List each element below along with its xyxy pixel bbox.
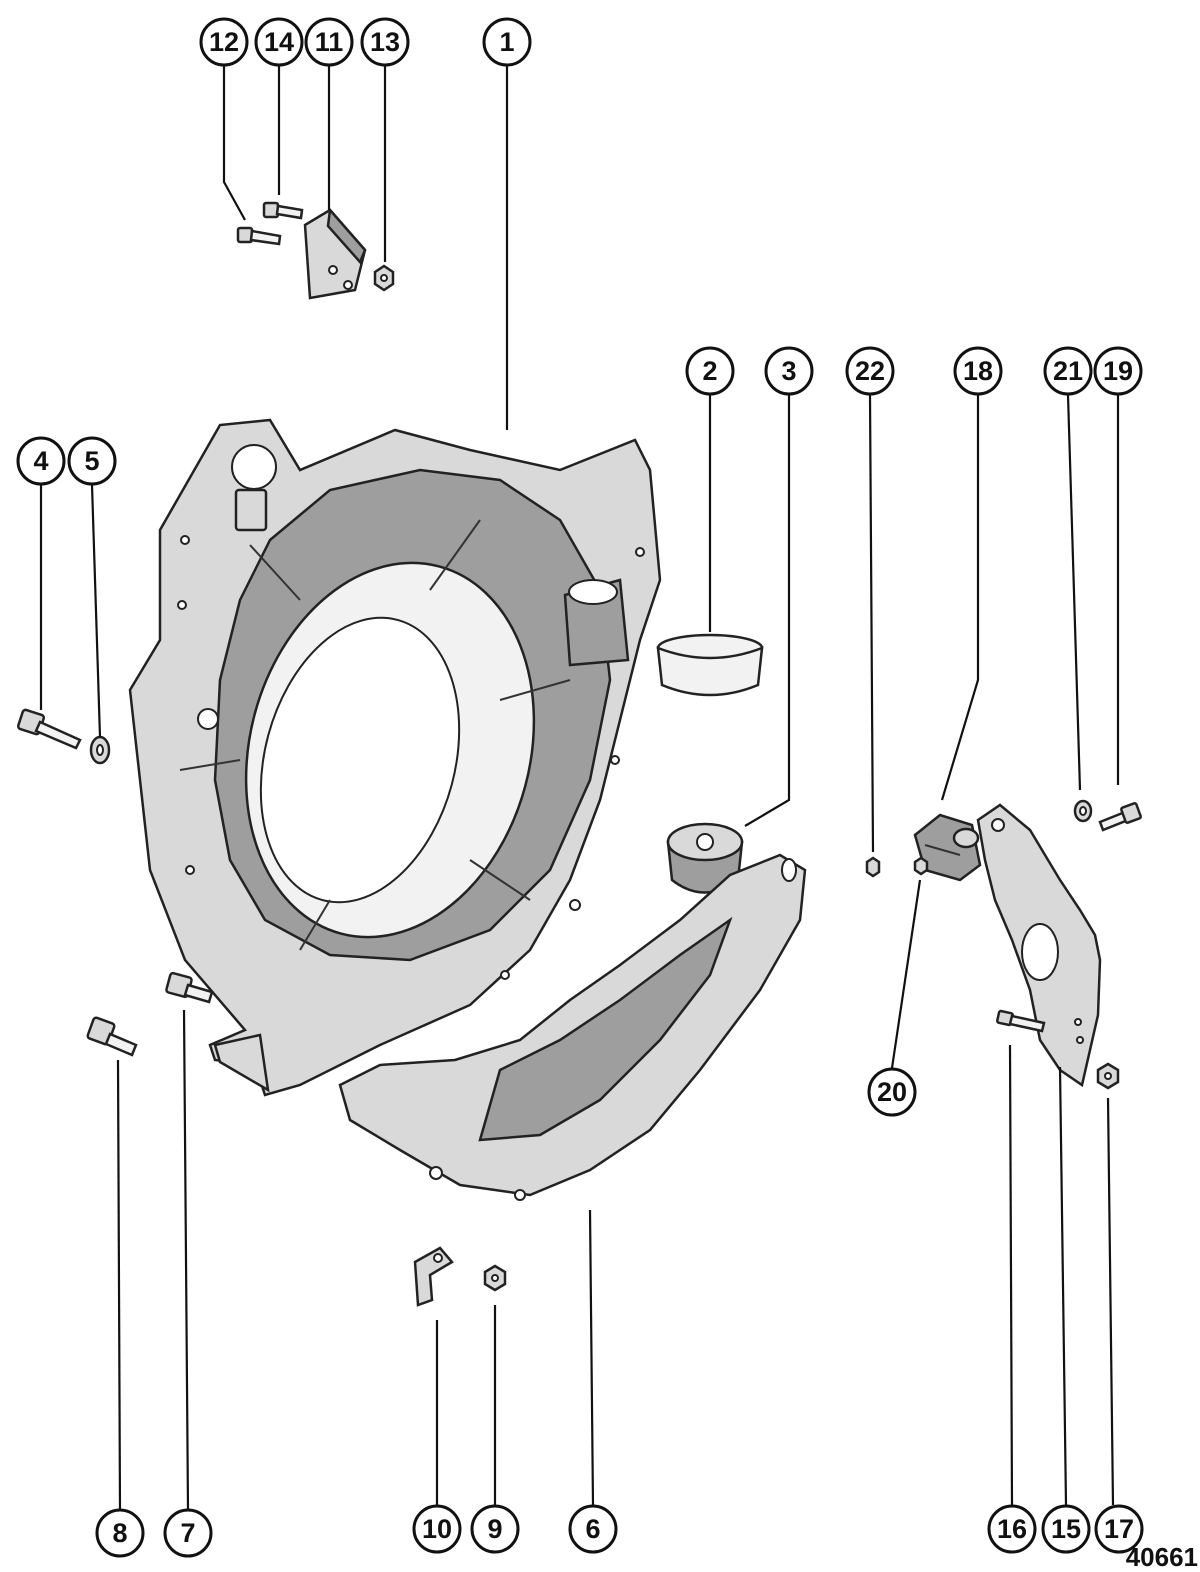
leader-7 xyxy=(182,1009,190,1511)
leader-5 xyxy=(90,484,102,738)
callout-label: 13 xyxy=(370,27,400,57)
callout-label: 14 xyxy=(264,27,294,57)
nut xyxy=(373,264,395,292)
callout-label: 9 xyxy=(487,1514,502,1544)
leader-21 xyxy=(1066,394,1082,791)
washer xyxy=(1073,799,1093,823)
callout-5: 5 xyxy=(67,436,117,486)
nut xyxy=(1096,1062,1120,1090)
callout-9: 9 xyxy=(470,1504,520,1554)
callout-label: 19 xyxy=(1103,356,1133,386)
callout-3: 3 xyxy=(764,346,814,396)
flywheel-cover xyxy=(338,853,807,1201)
callout-label: 2 xyxy=(702,356,717,386)
callout-label: 17 xyxy=(1104,1514,1134,1544)
bolt xyxy=(1098,802,1142,832)
callout-22: 22 xyxy=(845,346,895,396)
callout-label: 12 xyxy=(209,27,239,57)
leader-16 xyxy=(1008,1044,1014,1506)
leader-17 xyxy=(1106,1097,1115,1506)
callout-label: 3 xyxy=(781,356,796,386)
callout-17: 17 xyxy=(1094,1504,1144,1554)
nut xyxy=(913,856,929,876)
leader-22 xyxy=(868,394,875,853)
callout-label: 11 xyxy=(315,27,344,57)
callout-18: 18 xyxy=(953,346,1003,396)
bolt xyxy=(996,1009,1046,1033)
callout-14: 14 xyxy=(254,17,304,67)
callout-21: 21 xyxy=(1043,346,1093,396)
callout-20: 20 xyxy=(867,1067,917,1117)
bolt xyxy=(16,708,82,750)
callout-label: 18 xyxy=(963,356,993,386)
callout-2: 2 xyxy=(685,346,735,396)
callout-label: 10 xyxy=(422,1514,452,1544)
callout-label: 7 xyxy=(180,1518,195,1548)
callout-label: 5 xyxy=(84,446,99,476)
callout-label: 20 xyxy=(877,1077,907,1107)
leader-3 xyxy=(744,395,791,827)
leader-8 xyxy=(116,1059,122,1511)
callout-1: 1 xyxy=(482,17,532,67)
callout-16: 16 xyxy=(987,1504,1037,1554)
callout-11: 11 xyxy=(304,17,354,67)
clip xyxy=(413,1246,454,1307)
nut xyxy=(865,856,881,878)
callout-15: 15 xyxy=(1041,1504,1091,1554)
callout-label: 22 xyxy=(855,356,885,386)
callout-19: 19 xyxy=(1093,346,1143,396)
drive-coupler xyxy=(913,813,982,882)
callout-label: 8 xyxy=(112,1518,127,1548)
bracket xyxy=(303,207,367,300)
bolt xyxy=(165,971,214,1004)
callout-4: 4 xyxy=(16,436,66,486)
callout-12: 12 xyxy=(199,17,249,67)
washer xyxy=(89,735,111,765)
leader-20 xyxy=(890,879,922,1069)
callout-13: 13 xyxy=(360,17,410,67)
callout-7: 7 xyxy=(163,1508,213,1558)
leader-18 xyxy=(940,395,980,801)
callout-label: 6 xyxy=(585,1514,600,1544)
figure-number: 40661 xyxy=(1126,1542,1198,1572)
plate xyxy=(976,803,1102,1088)
bolt xyxy=(262,201,304,220)
callout-6: 6 xyxy=(568,1504,618,1554)
callout-8: 8 xyxy=(95,1508,145,1558)
callout-10: 10 xyxy=(412,1504,462,1554)
nut xyxy=(483,1264,507,1292)
bolt xyxy=(86,1016,138,1057)
bolt xyxy=(236,226,282,246)
leader-15 xyxy=(1058,1066,1068,1506)
callout-label: 15 xyxy=(1051,1514,1081,1544)
leader-12 xyxy=(222,66,246,221)
leader-lines xyxy=(39,66,1120,1511)
leader-6 xyxy=(588,1209,595,1506)
flywheel-housing xyxy=(128,418,662,1097)
callout-label: 16 xyxy=(997,1514,1027,1544)
ring xyxy=(656,633,764,697)
callout-label: 1 xyxy=(499,27,514,57)
callout-label: 21 xyxy=(1053,356,1083,386)
callout-label: 4 xyxy=(33,446,48,476)
